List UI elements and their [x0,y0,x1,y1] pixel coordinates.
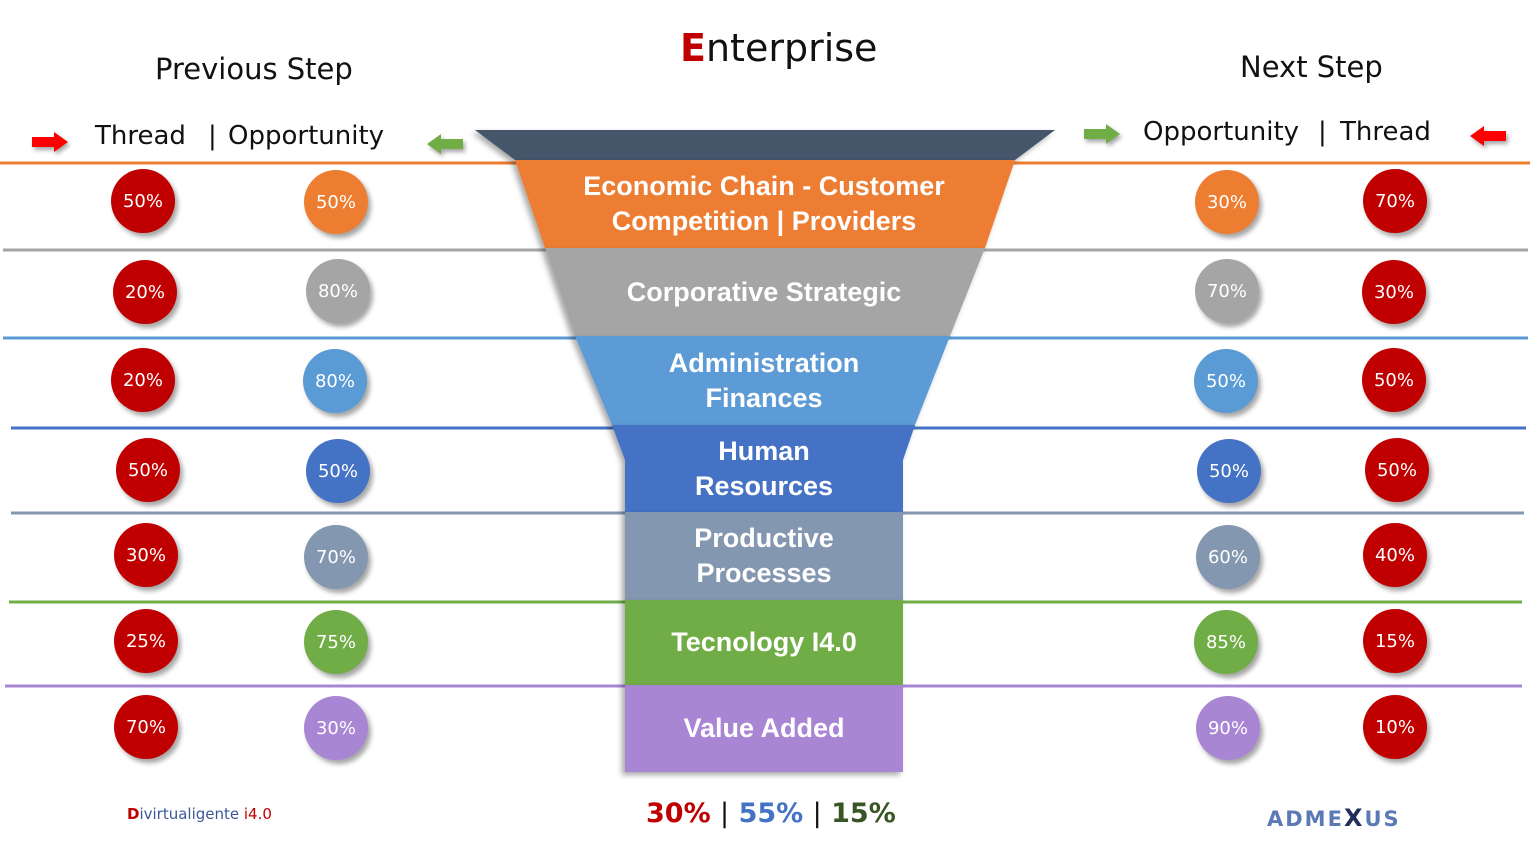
logo-suffix: i4.0 [243,805,272,823]
summary-separator: | [812,798,822,829]
funnel-label-line2: Resources [694,470,834,501]
left-thread-label: Thread [95,121,186,151]
funnel-segment-label: Value Added [683,711,844,746]
prev-opportunity-circle: 70% [304,525,368,589]
prev-thread-circle: 50% [111,169,175,233]
prev-thread-circle: 20% [113,260,177,324]
prev-opportunity-circle: 80% [306,259,370,323]
funnel-label-line1: Value Added [683,713,845,743]
next-thread-circle: 10% [1363,695,1427,759]
page-title: Enterprise [680,26,877,70]
prev-thread-circle: 50% [116,438,180,502]
next-step-heading: Next Step [1240,50,1383,84]
next-opportunity-circle: 85% [1194,610,1258,674]
prev-thread-circle: 30% [114,523,178,587]
next-thread-circle: 70% [1363,169,1427,233]
funnel-label-line1: Administration [668,347,860,378]
funnel-label-line2: Competition | Providers [611,206,917,236]
funnel-label-line1: Human [718,435,810,466]
funnel-segment-label: Corporative Strategic [627,275,902,310]
divirtualigente-logo: Divirtualigente i4.0 [127,805,272,823]
left-separator: | [208,121,217,151]
thread-arrow-right-icon [32,132,68,152]
funnel-top-rim [475,130,1055,160]
prev-thread-circle: 70% [114,695,178,759]
admexus-post: US [1364,807,1401,831]
next-thread-circle: 15% [1363,609,1427,673]
title-rest: nterprise [705,26,878,70]
logo-text: ivirtualigente [139,805,244,823]
right-opportunity-label: Opportunity [1143,117,1300,147]
funnel-label-line1: Tecnology I4.0 [671,627,857,657]
admexus-pre: ADME [1267,807,1344,831]
prev-opportunity-circle: 30% [304,696,368,760]
right-separator: | [1318,117,1327,147]
summary-thread-pct: 30% [646,798,711,829]
next-opportunity-circle: 30% [1195,170,1259,234]
prev-opportunity-circle: 75% [304,610,368,674]
summary-separator: | [720,798,730,829]
next-opportunity-circle: 50% [1197,439,1261,503]
prev-thread-circle: 25% [114,609,178,673]
next-thread-circle: 30% [1362,260,1426,324]
next-opportunity-circle: 50% [1194,349,1258,413]
left-opportunity-label: Opportunity [228,121,385,151]
funnel-label-line1: Corporative Strategic [626,276,902,307]
summary-neutral-pct: 55% [738,798,804,829]
right-thread-label: Thread [1340,117,1431,147]
title-first-letter: E [680,26,706,70]
prev-opportunity-circle: 50% [306,439,370,503]
previous-step-heading: Previous Step [155,52,353,86]
funnel-label-line2: Processes [696,558,832,588]
next-thread-circle: 50% [1365,438,1429,502]
next-opportunity-circle: 60% [1196,525,1260,589]
admexus-logo: ADMEXUS [1267,804,1401,832]
prev-opportunity-circle: 50% [304,170,368,234]
next-opportunity-circle: 70% [1195,259,1259,323]
prev-opportunity-circle: 80% [303,349,367,413]
funnel-segment-label: Tecnology I4.0 [671,625,857,660]
prev-thread-circle: 20% [111,348,175,412]
next-opportunity-circle: 90% [1196,696,1260,760]
logo-letter-d: D [127,805,140,823]
opportunity-arrow-right-icon [1084,124,1120,144]
thread-arrow-left-icon [1470,126,1506,146]
summary-percentages: 30% | 55% | 15% [646,798,896,829]
funnel-label-line1: Economic Chain - Customer [583,171,945,201]
funnel-label-line2: Finances [705,382,823,413]
summary-opportunity-pct: 15% [831,798,896,829]
opportunity-arrow-left-icon [427,134,463,154]
next-thread-circle: 50% [1362,348,1426,412]
funnel-label-line1: Productive [694,523,834,553]
next-thread-circle: 40% [1363,523,1427,587]
admexus-x: X [1343,804,1365,832]
